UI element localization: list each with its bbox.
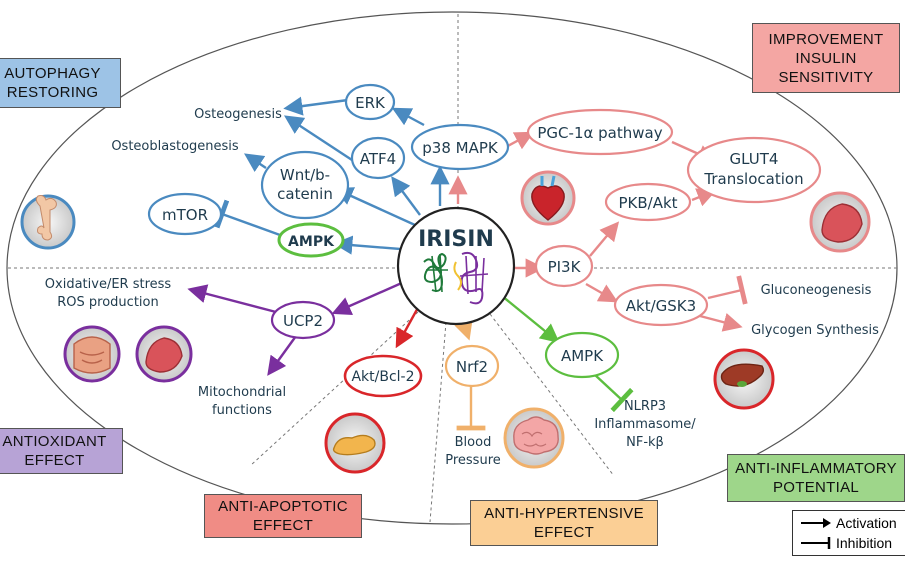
antiapoptotic-effect-box: ANTI-APOPTOTIC EFFECT: [204, 494, 362, 538]
wnt-label-1: Wnt/b-: [280, 166, 330, 184]
erk-node: [344, 83, 396, 121]
pgc-node: [526, 108, 674, 156]
osteogenesis-label: Osteogenesis: [194, 107, 282, 122]
center-label: IRISIN: [418, 227, 494, 252]
muscle-icon-purple: [135, 325, 193, 383]
legend-activation: Activation: [801, 515, 897, 531]
atf4-label: ATF4: [360, 150, 396, 168]
pi3k-node: [534, 244, 594, 288]
nlrp3-label-3: NF-kβ: [626, 435, 664, 450]
atf4-node: [350, 136, 406, 180]
blue-arrows: [214, 96, 450, 255]
legend-inhibition: Inhibition: [801, 535, 892, 551]
aktbcl-label: Akt/Bcl-2: [351, 369, 414, 385]
glut4-label-2: Translocation: [703, 170, 803, 188]
ampk-bottom-label: AMPK: [561, 347, 604, 365]
glut4-node: [686, 136, 822, 204]
autophagy-effect-box: AUTOPHAGY RESTORING: [0, 58, 121, 108]
legend-activation-label: Activation: [836, 515, 897, 531]
pkb-node: [604, 182, 692, 222]
pkb-label: PKB/Akt: [618, 194, 677, 212]
pi3k-label: PI3K: [548, 258, 582, 276]
purple-arrows: [187, 280, 405, 376]
protein-structure-icon: [423, 251, 489, 305]
gluconeo-label: Gluconeogenesis: [761, 283, 872, 298]
red-arrows: [448, 131, 748, 332]
ucp2-node: [270, 300, 336, 340]
ampk-top-label: AMPK: [288, 234, 335, 250]
aktgsk-label: Akt/GSK3: [626, 297, 696, 315]
organ-icons: [20, 170, 871, 474]
nrf2-node: [444, 344, 500, 388]
ampk-bottom-node: [544, 331, 620, 379]
liver-icon: [713, 348, 775, 410]
wnt-node: [260, 150, 350, 220]
antihypertensive-effect-box: ANTI-HYPERTENSIVE EFFECT: [470, 500, 658, 546]
ampk-top-node: [277, 222, 345, 258]
wnt-label-2: catenin: [277, 185, 333, 203]
pancreas-icon: [324, 412, 386, 474]
glycogen-label: Glycogen Synthesis: [751, 323, 879, 338]
darkred-arrow: [395, 303, 422, 349]
heart-icon: [520, 170, 576, 226]
blood-label-2: Pressure: [445, 453, 501, 468]
node-shapes: [147, 83, 822, 398]
legend: Activation Inhibition: [792, 510, 905, 556]
antioxidant-effect-box: ANTIOXIDANT EFFECT: [0, 428, 123, 474]
insulin-effect-box: IMPROVEMENT INSULIN SENSITIVITY: [752, 23, 900, 93]
nlrp3-label-1: NLRP3: [624, 399, 666, 414]
irisin-hub: [396, 206, 516, 326]
green-arrows: [501, 295, 634, 413]
aktbcl-node: [343, 354, 423, 398]
glut4-label-1: GLUT4: [730, 150, 779, 168]
blood-label-1: Blood: [455, 435, 492, 450]
activation-arrow-icon: [801, 517, 831, 529]
nrf2-label: Nrf2: [456, 358, 488, 376]
inhibition-bar-icon: [801, 537, 831, 549]
p38-label: p38 MAPK: [422, 139, 499, 157]
erk-label: ERK: [355, 94, 386, 112]
mito-label-2: functions: [212, 403, 272, 418]
pgc-label: PGC-1α pathway: [537, 124, 662, 142]
mtor-node: [147, 192, 223, 236]
muscle-icon-red: [809, 191, 871, 253]
antiinflammatory-effect-box: ANTI-INFLAMMATORY POTENTIAL: [727, 454, 905, 502]
oxidative-label-2: ROS production: [57, 295, 158, 310]
ucp2-label: UCP2: [283, 312, 323, 330]
nlrp3-label-2: Inflammasome/: [594, 417, 696, 432]
bone-icon: [20, 194, 76, 250]
aktgsk-node: [613, 283, 709, 327]
osteoblastogenesis-label: Osteoblastogenesis: [111, 139, 239, 154]
mito-label-1: Mitochondrial: [198, 385, 286, 400]
brain-icon: [503, 407, 565, 469]
intestine-icon: [63, 325, 121, 383]
oxidative-label-1: Oxidative/ER stress: [45, 277, 172, 292]
mtor-label: mTOR: [162, 206, 208, 224]
p38-node: [410, 123, 510, 171]
legend-inhibition-label: Inhibition: [836, 535, 893, 551]
